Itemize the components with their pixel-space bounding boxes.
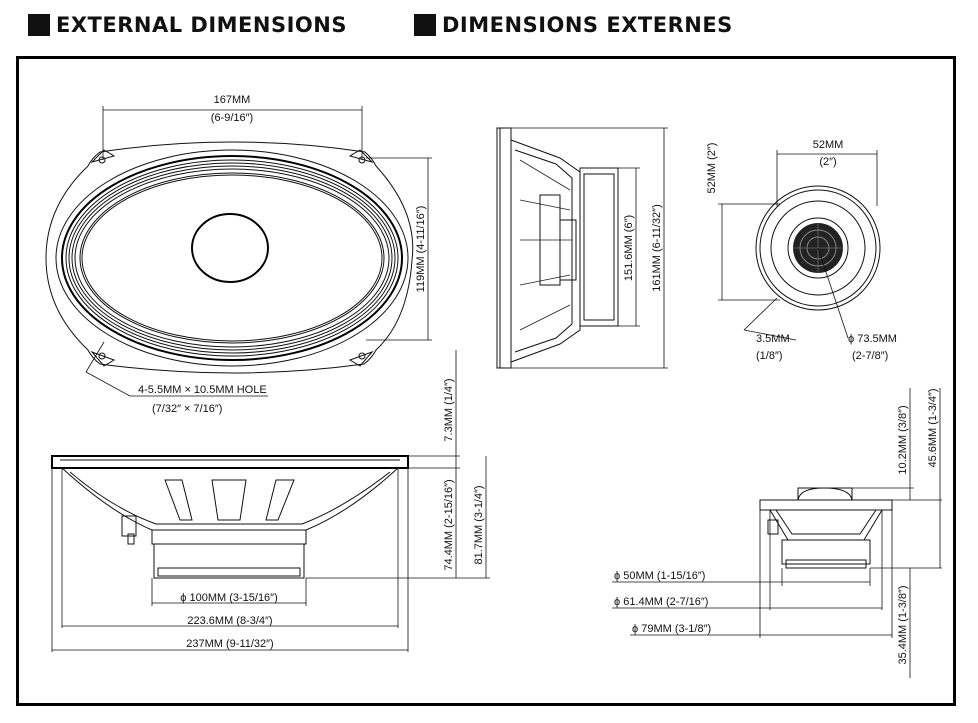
tweeter-h2: 45.6MM (1-3/4″) — [927, 388, 939, 467]
side-total: 161MM (6-11/32″) — [651, 204, 663, 291]
front-height: 119MM (4-11/16″) — [415, 206, 427, 293]
tweeter-hole-mm: 3.5MM — [756, 333, 790, 345]
tweeter-side-view: 10.2MM (3/8″) 45.6MM (1-3/4″) 35.4MM (1-… — [612, 388, 942, 678]
tweeter-top-view: 52MM (2″) 52MM (2″) 3.5MM (1/8″) ϕ 73.5M… — [706, 139, 897, 362]
depth-2: 81.7MM (3-1/4″) — [473, 485, 485, 564]
front-width-in: (6-9/16″) — [211, 112, 253, 124]
tweeter-hole-in: (1/8″) — [756, 350, 783, 362]
tweeter-h3: 35.4MM (1-3/8″) — [897, 585, 909, 664]
header-en: EXTERNAL DIMENSIONS — [28, 12, 347, 38]
tweeter-width-mm: 52MM — [813, 139, 844, 151]
header-fr: DIMENSIONS EXTERNES — [414, 12, 733, 38]
tweeter-d2: ϕ 61.4MM (2-7/16″) — [614, 596, 708, 608]
hole-mm: 4-5.5MM × 10.5MM HOLE — [138, 384, 267, 396]
tweeter-d1: ϕ 50MM (1-15/16″) — [614, 570, 705, 582]
inner-width: 223.6MM (8-3/4″) — [187, 615, 272, 627]
front-view: 167MM (6-9/16″) 119MM (4-11/16″) 4-5.5MM… — [45, 94, 432, 415]
tweeter-h1: 10.2MM (3/8″) — [897, 405, 909, 474]
magnet-dia: ϕ 100MM (3-15/16″) — [180, 592, 277, 604]
side-depth: 151.6MM (6″) — [623, 215, 635, 281]
outer-width: 237MM (9-11/32″) — [186, 638, 273, 650]
header-square-icon — [414, 14, 436, 36]
woofer-side-view: ϕ 100MM (3-15/16″) 223.6MM (8-3/4″) 237M… — [51, 350, 490, 652]
title-fr: DIMENSIONS EXTERNES — [442, 13, 733, 37]
side-view: 151.6MM (6″) 161MM (6-11/32″) — [496, 127, 668, 369]
tweeter-dia-in: (2-7/8″) — [852, 350, 888, 362]
drawing-frame — [16, 56, 956, 706]
depth-1: 74.4MM (2-15/16″) — [443, 479, 455, 570]
tweeter-height: 52MM (2″) — [706, 143, 718, 194]
front-width-mm: 167MM — [214, 94, 251, 106]
tweeter-d3: ϕ 79MM (3-1/8″) — [632, 623, 711, 635]
header-square-icon — [28, 14, 50, 36]
tweeter-width-in: (2″) — [819, 156, 836, 168]
hole-in: (7/32″ × 7/16″) — [152, 403, 222, 415]
tweeter-dia-mm: ϕ 73.5MM — [848, 333, 897, 345]
title-en: EXTERNAL DIMENSIONS — [56, 13, 347, 37]
flange-thickness: 7.3MM (1/4″) — [443, 378, 455, 441]
